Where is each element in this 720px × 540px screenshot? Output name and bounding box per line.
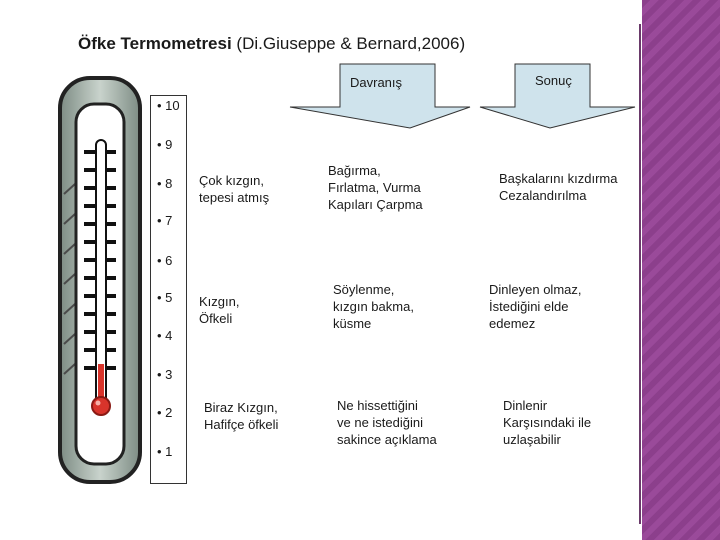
result-medium: Dinleyen olmaz, İstediğini elde edemez [489, 281, 582, 332]
result-low: Dinlenir Karşısındaki ile uzlaşabilir [503, 397, 591, 448]
scale-value: • 10 [157, 98, 180, 113]
header-behavior: Davranış [350, 75, 402, 90]
behavior-medium: Söylenme, kızgın bakma, küsme [333, 281, 414, 332]
anger-scale: • 10 • 9 • 8 • 7 • 6 • 5 • 4 • 3 • 2 • 1 [150, 95, 187, 484]
thermometer-icon [56, 74, 144, 486]
scale-value: • 5 [157, 290, 172, 305]
scale-value: • 7 [157, 213, 172, 228]
scale-value: • 4 [157, 328, 172, 343]
header-result: Sonuç [535, 73, 572, 88]
title-citation: (Di.Giuseppe & Bernard,2006) [232, 34, 465, 53]
behavior-high: Bağırma, Fırlatma, Vurma Kapıları Çarpma [328, 162, 423, 213]
feeling-high: Çok kızgın, tepesi atmış [199, 172, 269, 206]
result-high: Başkalarını kızdırma Cezalandırılma [499, 170, 618, 204]
scale-value: • 8 [157, 176, 172, 191]
scale-value: • 3 [157, 367, 172, 382]
header-arrows [285, 62, 640, 134]
scale-value: • 9 [157, 137, 172, 152]
scale-value: • 1 [157, 444, 172, 459]
scale-value: • 6 [157, 253, 172, 268]
behavior-low: Ne hissettiğini ve ne istediğini sakince… [337, 397, 437, 448]
scale-value: • 2 [157, 405, 172, 420]
feeling-medium: Kızgın, Öfkeli [199, 293, 239, 327]
feeling-low: Biraz Kızgın, Hafifçe öfkeli [204, 399, 278, 433]
title-main: Öfke Termometresi [78, 34, 232, 53]
page-title: Öfke Termometresi (Di.Giuseppe & Bernard… [78, 34, 465, 54]
decorative-side-band [642, 0, 720, 540]
